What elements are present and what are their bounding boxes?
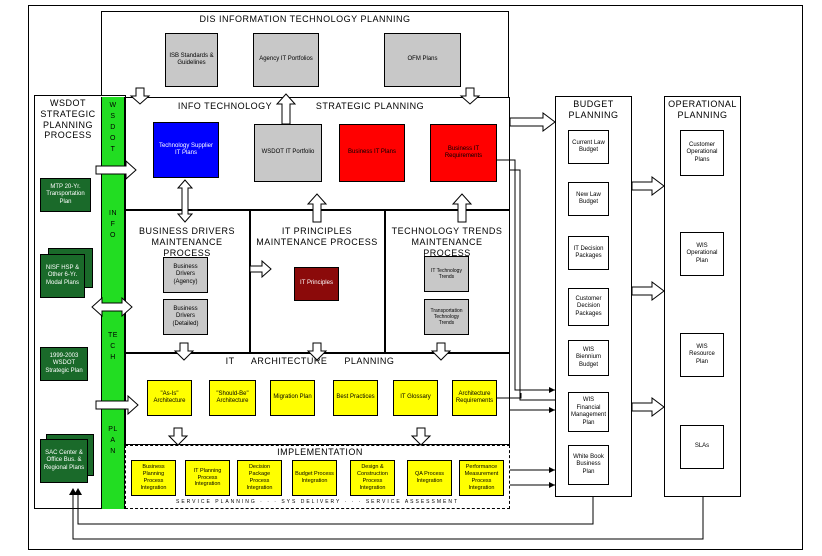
arch-box-migration: Migration Plan [270, 380, 315, 416]
arrow-budget-ops-1 [631, 176, 665, 196]
arrow-trends-up [451, 193, 473, 223]
arrow-supplier-double [176, 179, 194, 223]
budget-box-current: Current Law Budget [568, 130, 609, 164]
arrow-budget-ops-2 [631, 281, 665, 301]
arch-box-asis: "As-Is" Architecture [147, 380, 192, 416]
ops-box-resource: WIS Resource Plan [680, 333, 724, 377]
arrow-strategic-budget [509, 112, 556, 132]
strategic-box-supplier: Technology Supplier IT Plans [153, 122, 219, 178]
arrowhead-impl-1 [549, 467, 555, 473]
dis-box-agency: Agency IT Portfolios [253, 33, 319, 87]
wsdot-box-strategic: 1999-2003 WSDOT Strategic Plan [40, 347, 88, 381]
tech-trends-title: TECHNOLOGY TRENDS MAINTENANCE PROCESS [391, 226, 503, 258]
dis-box-isb: ISB Standards & Guidelines [165, 33, 218, 87]
wsdot-box-mtp: MTP 20-Yr. Transportation Plan [40, 178, 91, 212]
arrow-principles-down [306, 342, 328, 361]
arrowhead-req [549, 387, 555, 393]
side-plan: PLAN [108, 426, 118, 455]
wsdot-title: WSDOT STRATEGIC PLANNING PROCESS [40, 98, 96, 141]
budget-box-customer: Customer Decision Packages [568, 288, 609, 326]
arrow-asis-down [167, 427, 189, 446]
arrow-principles-up [306, 193, 328, 223]
budget-box-biennium: WIS Biennium Budget [568, 340, 609, 376]
side-info: INFO [109, 210, 117, 239]
it-principles-box: IT Principles [294, 267, 339, 301]
impl-box-performance: Performance Measurement Process Integrat… [459, 460, 504, 496]
side-wsdot: WSDOT [109, 102, 117, 153]
implementation-title: IMPLEMENTATION [277, 447, 363, 457]
dis-title: DIS INFORMATION TECHNOLOGY PLANNING [199, 14, 411, 24]
arch-box-glossary: IT Glossary [393, 380, 438, 416]
budget-title: BUDGET PLANNING [568, 99, 619, 120]
arrow-budget-ops-3 [631, 397, 665, 417]
impl-box-budget: Budget Process Integration [292, 460, 337, 496]
arrow-wsdot-right-2 [95, 394, 139, 416]
tt-box-it: IT Technology Trends [424, 256, 469, 292]
arrow-trends-down [430, 342, 452, 361]
tt-box-transport: Transportation Technology Trends [424, 299, 469, 335]
impl-box-qa: QA Process Integration [407, 460, 452, 496]
arch-box-best: Best Practices [333, 380, 378, 416]
budget-box-whitebook: White Book Business Plan [568, 445, 609, 485]
strategic-title-right: STRATEGIC PLANNING [315, 101, 425, 111]
arrow-drivers-right [249, 259, 272, 279]
wsdot-box-sac: SAC Center & Office Bus. & Regional Plan… [40, 439, 88, 483]
arrow-glossary-down [410, 427, 432, 446]
strategic-box-business-plans: Business IT Plans [339, 124, 405, 182]
impl-box-business: Business Planning Process Integration [131, 460, 176, 496]
arrowhead-loop-2 [69, 488, 77, 495]
budget-box-itdecision: IT Decision Packages [568, 236, 609, 270]
impl-box-decision: Decision Package Process Integration [237, 460, 282, 496]
budget-box-newlaw: New Law Budget [568, 182, 609, 216]
architecture-title: IT ARCHITECTURE PLANNING [225, 356, 395, 366]
line-req-budget-2 [510, 169, 555, 401]
dis-box-ofm: OFM Plans [384, 33, 461, 87]
it-principles-title: IT PRINCIPLES MAINTENANCE PROCESS [256, 226, 378, 247]
arrow-wsdot-double [91, 296, 133, 318]
line-req-budget-1 [497, 159, 555, 391]
arrow-drivers-down [173, 342, 195, 361]
business-drivers-title: BUSINESS DRIVERS MAINTENANCE PROCESS [138, 226, 236, 258]
side-tech: TECH [108, 332, 118, 361]
line-bottom-loop-2 [72, 495, 704, 540]
strategic-title-left: INFO TECHNOLOGY [177, 101, 273, 111]
implementation-footer: SERVICE PLANNING · · · SYS DELIVERY · · … [175, 499, 459, 505]
strategic-box-requirements: Business IT Requirements [430, 124, 497, 182]
arch-box-requirements: Architecture Requirements [452, 380, 497, 416]
arrow-portfolio-up [275, 93, 297, 125]
ops-box-customer: Customer Operational Plans [680, 130, 724, 176]
arch-box-shouldbe: "Should-Be" Architecture [209, 380, 256, 416]
bd-box-agency: Business Drivers (Agency) [163, 257, 208, 293]
outer-frame [28, 5, 803, 550]
arrowhead-impl-2 [549, 482, 555, 488]
arrow-dis-left-down [129, 87, 151, 105]
ops-box-slas: SLAs [680, 425, 724, 469]
strategic-box-portfolio: WSDOT IT Portfolio [254, 124, 322, 182]
impl-box-itplanning: IT Planning Process Integration [185, 460, 230, 496]
bd-box-detailed: Business Drivers (Detailed) [163, 299, 208, 335]
ops-box-operational: WIS Operational Plan [680, 232, 724, 276]
arrow-wsdot-right-1 [95, 159, 137, 181]
line-bottom-loop-1 [77, 495, 594, 525]
wsdot-box-nisf: NISF HSP & Other 6-Yr. Modal Plans [40, 254, 85, 298]
line-arch-budget [497, 393, 522, 399]
budget-box-financial: WIS Financial Management Plan [568, 392, 609, 432]
impl-box-design: Design & Construction Process Integratio… [350, 460, 395, 496]
operational-title: OPERATIONAL PLANNING [668, 99, 737, 120]
arrowhead-arch [549, 407, 555, 413]
arrow-dis-right-down [459, 87, 481, 105]
